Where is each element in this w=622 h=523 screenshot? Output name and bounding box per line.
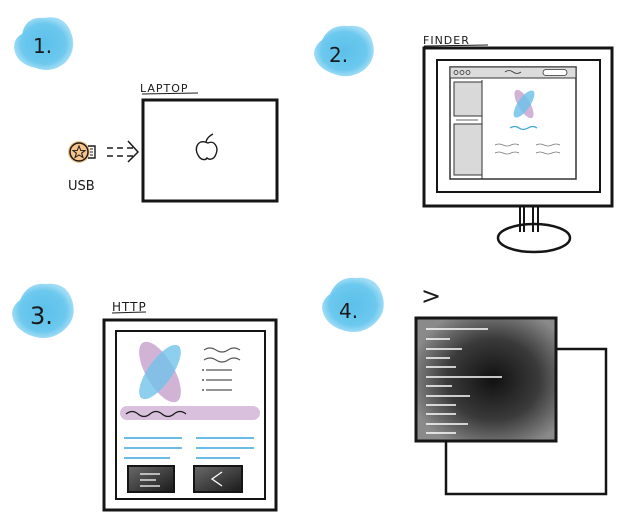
usb-label: USB [68, 179, 95, 194]
apple-logo-icon [195, 133, 218, 161]
laptop-screen [141, 98, 279, 203]
step-number: 1. [33, 34, 52, 58]
finder-window [449, 66, 577, 180]
step-3: 3. HTTP [12, 283, 278, 512]
monitor-stand [519, 206, 539, 232]
step-number: 2. [329, 43, 348, 67]
step-number-blob [12, 283, 74, 338]
step-2: 2. FINDER [314, 25, 614, 254]
download-button[interactable] [127, 465, 175, 493]
terminal-lines [426, 328, 502, 434]
dashed-arrow-icon [107, 140, 140, 163]
finder-label: FINDER [423, 34, 470, 47]
terminal-back-window [444, 347, 608, 496]
x-logo-icon [139, 341, 181, 403]
step-number-blob [314, 25, 374, 77]
step-number-blob [14, 17, 74, 70]
usb-drive-icon [68, 141, 96, 163]
terminal-prompt-label: > [421, 282, 441, 310]
terminal-window[interactable] [414, 316, 558, 443]
step-number-blob [322, 277, 384, 332]
http-label: HTTP [112, 300, 147, 314]
step-1: 1. LAPTOP USB [14, 17, 279, 203]
x-logo-icon [513, 89, 535, 119]
back-button[interactable] [193, 465, 243, 493]
step-4: 4. > [322, 277, 608, 496]
laptop-label: LAPTOP [140, 82, 189, 95]
step-number: 3. [30, 302, 53, 330]
star-logo-icon [71, 144, 87, 159]
step-number: 4. [339, 299, 358, 323]
